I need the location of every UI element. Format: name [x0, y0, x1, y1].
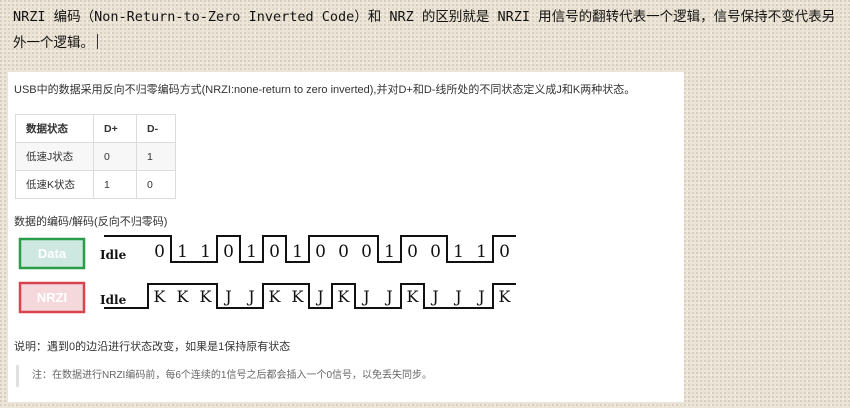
- table-header: D+: [93, 114, 137, 143]
- data-bit-label: 1: [200, 242, 211, 262]
- nrzi-state-label: K: [177, 287, 190, 306]
- nrzi-state-label: K: [338, 287, 351, 306]
- data-signal-line: [104, 235, 516, 263]
- data-bit-label: 1: [453, 242, 464, 262]
- table-cell: 0: [93, 142, 137, 171]
- data-bit-label: 0: [361, 242, 372, 262]
- nrzi-state-label: J: [223, 287, 231, 306]
- data-bit-label: 0: [269, 242, 280, 262]
- data-badge-box: [18, 237, 86, 270]
- nrzi-state-label: J: [476, 287, 484, 306]
- intro-line-2: 外一个逻辑。: [13, 30, 843, 56]
- data-bit-label: 0: [223, 242, 234, 262]
- nrzi-state-label: J: [246, 287, 254, 306]
- nrzi-state-label: J: [315, 287, 323, 306]
- usb-description: USB中的数据采用反向不归零编码方式(NRZI:none-return to z…: [14, 84, 636, 96]
- text-cursor: [97, 34, 98, 49]
- nrzi-badge: NRZI: [18, 281, 86, 314]
- data-badge-label: Data: [38, 246, 67, 261]
- data-bit-label: 1: [476, 242, 487, 262]
- intro-paragraph: NRZI 编码（Non-Return-to-Zero Inverted Code…: [13, 4, 843, 56]
- data-bit-label: 0: [407, 242, 418, 262]
- nrzi-state-label: J: [361, 287, 369, 306]
- data-bit-label: 0: [154, 242, 165, 262]
- nrzi-state-label: K: [499, 287, 512, 306]
- data-bit-label: 0: [430, 242, 441, 262]
- data-badge: Data: [18, 237, 86, 270]
- data-bit-label: 0: [499, 242, 510, 262]
- explanation-note: 说明：遇到0的边沿进行状态改变，如果是1保持原有状态: [14, 341, 291, 353]
- state-table: 数据状态 D+ D- 低速J状态 0 1 低速K状态 1 0: [15, 114, 176, 199]
- nrzi-state-label: K: [269, 287, 282, 306]
- nrzi-state-label: K: [292, 287, 305, 306]
- nrzi-state-label: K: [154, 287, 167, 306]
- nrzi-state-label: K: [407, 287, 420, 306]
- nrzi-state-label: J: [453, 287, 461, 306]
- data-bit-label: 0: [338, 242, 349, 262]
- nrzi-state-label: J: [430, 287, 438, 306]
- table-header: D-: [136, 114, 176, 143]
- nrzi-signal-line: [104, 283, 516, 309]
- table-row: 低速K状态 1 0: [15, 170, 176, 199]
- nrzi-state-label: K: [200, 287, 213, 306]
- nrzi-idle-label: Idle: [100, 293, 127, 307]
- intro-line-2-text: 外一个逻辑。: [13, 35, 94, 51]
- table-cell: 低速K状态: [15, 170, 94, 199]
- data-bit-label: 0: [315, 242, 326, 262]
- table-cell: 1: [93, 170, 137, 199]
- table-cell: 0: [136, 170, 176, 199]
- table-cell: 低速J状态: [15, 142, 94, 171]
- data-bit-label: 1: [292, 242, 303, 262]
- nrzi-badge-label: NRZI: [37, 290, 67, 305]
- table-header-row: 数据状态 D+ D-: [15, 114, 176, 143]
- data-idle-label: Idle: [100, 248, 127, 262]
- table-row: 低速J状态 0 1: [15, 142, 176, 171]
- intro-line-1: NRZI 编码（Non-Return-to-Zero Inverted Code…: [13, 9, 836, 25]
- table-header: 数据状态: [15, 114, 94, 143]
- data-bit-label: 1: [246, 242, 257, 262]
- data-bit-label: 1: [177, 242, 188, 262]
- nrzi-badge-box: [18, 281, 86, 314]
- data-bit-label: 1: [384, 242, 395, 262]
- bit-stuffing-note: 注：在数据进行NRZI编码前，每6个连续的1信号之后都会插入一个0信号，以免丢失…: [16, 365, 432, 387]
- nrzi-state-label: J: [384, 287, 392, 306]
- diagram-caption: 数据的编码/解码(反向不归零码): [14, 216, 168, 228]
- table-cell: 1: [136, 142, 176, 171]
- content-card: USB中的数据采用反向不归零编码方式(NRZI:none-return to z…: [8, 72, 684, 402]
